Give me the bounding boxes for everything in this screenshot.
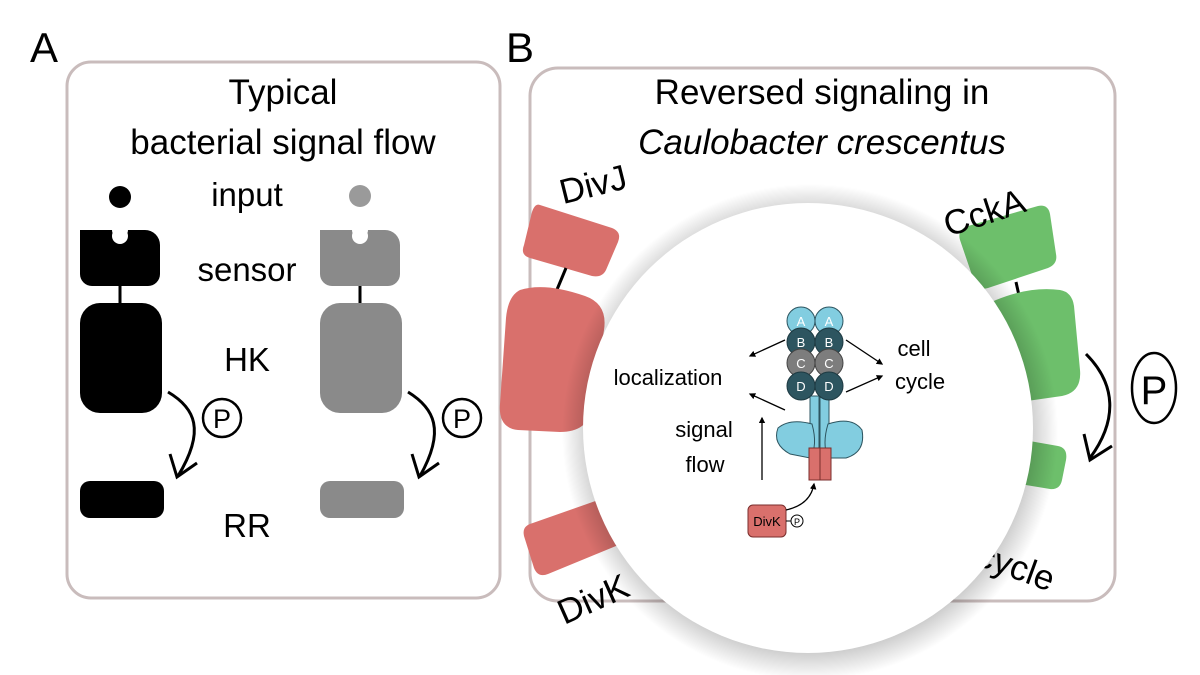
inset-label-b-left: B bbox=[797, 335, 806, 350]
inset-arrow-to-cellcycle-upper bbox=[845, 339, 884, 365]
label-hk: HK bbox=[224, 341, 270, 378]
phospho-label-gray: P bbox=[453, 404, 471, 434]
sensor-pocket-gray bbox=[352, 228, 368, 244]
inset-label-d-right: D bbox=[824, 379, 833, 394]
inset-label-a-left: A bbox=[797, 314, 806, 329]
phospho-arrowhead-gray bbox=[410, 453, 440, 480]
input-ligand-black bbox=[109, 186, 131, 208]
panel-b: B Reversed signaling in Caulobacter cres… bbox=[499, 24, 1178, 675]
inset-label-localization: localization bbox=[614, 365, 723, 390]
divj-sensor-domain bbox=[522, 204, 620, 277]
sensor-domain-gray bbox=[320, 230, 400, 286]
inset-arrow-to-localization-upper bbox=[748, 339, 786, 357]
inset-label-c-right: C bbox=[824, 356, 833, 371]
divj-protein: DivJ bbox=[499, 158, 631, 432]
panel-a-title-line2: bacterial signal flow bbox=[130, 123, 436, 162]
label-rr: RR bbox=[223, 507, 271, 544]
panel-a-letter: A bbox=[30, 24, 58, 71]
ccka-phospho-arrow bbox=[1084, 352, 1112, 459]
phospho-arrow-gray bbox=[407, 390, 436, 477]
inset-divk-arrow bbox=[785, 482, 817, 511]
inset-lobe-left bbox=[776, 421, 816, 459]
inset-lobe-right bbox=[824, 420, 864, 459]
rr-domain-gray bbox=[320, 481, 404, 518]
inset-label-cycle: cycle bbox=[895, 369, 945, 394]
hk-domain-black bbox=[80, 303, 162, 413]
phospho-arrow-black bbox=[167, 390, 196, 477]
phospho-arrowhead-black bbox=[168, 453, 198, 480]
inset-label-flow: flow bbox=[685, 452, 724, 477]
ccka-phospho-circle bbox=[1130, 351, 1178, 425]
label-divj: DivJ bbox=[555, 158, 630, 212]
inset-arrow-to-cellcycle-lower bbox=[845, 375, 884, 393]
panel-a-title-line1: Typical bbox=[229, 73, 338, 112]
rr-domain-black bbox=[80, 481, 164, 518]
hk-domain-gray bbox=[320, 303, 402, 413]
panel-a: A Typical bacterial signal flow P bbox=[30, 24, 502, 600]
inset-label-b-right: B bbox=[825, 335, 834, 350]
inset-label-cell: cell bbox=[897, 336, 930, 361]
inset-arrow-to-localization-lower bbox=[748, 393, 786, 411]
sensor-domain-black bbox=[80, 230, 160, 286]
panel-a-frame bbox=[65, 60, 502, 600]
pathway-black: P bbox=[80, 186, 243, 518]
ccka-phospho-arrowhead bbox=[1082, 433, 1113, 463]
inset-divk-phospho-label: P bbox=[794, 517, 800, 527]
label-input: input bbox=[211, 176, 283, 213]
label-sensor: sensor bbox=[197, 251, 296, 288]
sensor-pocket-black bbox=[112, 228, 128, 244]
inset-tm-right bbox=[819, 447, 832, 481]
phospho-label-black: P bbox=[213, 404, 231, 434]
inset-domain-d-right bbox=[814, 371, 844, 401]
inset-tm-left bbox=[808, 447, 821, 481]
phospho-circle-gray bbox=[441, 397, 483, 439]
inset-label-d-left: D bbox=[796, 379, 805, 394]
panel-b-title-line2: Caulobacter crescentus bbox=[638, 123, 1006, 162]
inset-label-c-left: C bbox=[796, 356, 805, 371]
phospho-circle-black bbox=[201, 397, 243, 439]
pathway-gray: P bbox=[320, 185, 483, 518]
inset-label-signal: signal bbox=[675, 417, 732, 442]
panel-b-title-line1: Reversed signaling in bbox=[655, 73, 990, 112]
ccka-phospho-label: P bbox=[1141, 369, 1168, 413]
divj-linker bbox=[554, 267, 568, 293]
panel-b-letter: B bbox=[506, 24, 534, 71]
inset-divk-phospho-circle bbox=[790, 514, 804, 528]
inset-schematic: A A B B C C D D localization cell cycle … bbox=[614, 306, 945, 538]
input-ligand-gray bbox=[349, 185, 371, 207]
inset-divk-label: DivK bbox=[753, 514, 781, 529]
inset-label-a-right: A bbox=[825, 314, 834, 329]
